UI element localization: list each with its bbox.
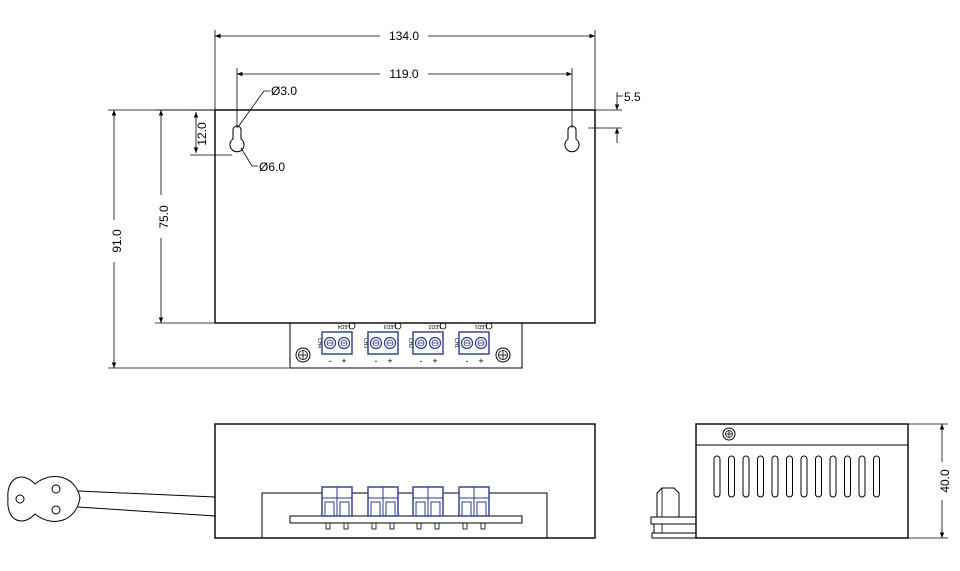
dim-hole-large: Ø6.0 xyxy=(259,160,285,174)
dim-side-height: 40.0 xyxy=(938,469,952,493)
front-view xyxy=(7,423,596,539)
side-view: 40.0 xyxy=(650,423,952,539)
dim-hole-offset: 12.0 xyxy=(195,122,209,146)
channel-label: CH3 xyxy=(362,338,368,348)
led-label: LED2 xyxy=(429,323,442,329)
plus-label: + xyxy=(478,356,483,366)
dim-body-height: 75.0 xyxy=(157,205,171,229)
side-connector xyxy=(650,487,697,539)
dim-overall-width: 134.0 xyxy=(389,29,419,43)
keyhole-left xyxy=(229,125,245,153)
vent-slot xyxy=(771,455,779,498)
ventilation-slots xyxy=(713,455,880,498)
vent-slot xyxy=(844,455,851,498)
vent-slot xyxy=(858,455,866,498)
plus-label: + xyxy=(432,356,437,366)
plug-icon xyxy=(7,476,81,522)
front-terminal xyxy=(367,486,399,530)
dim-hole-small: Ø3.0 xyxy=(271,84,297,98)
vent-slot xyxy=(800,455,808,498)
top-dimensions: 134.0 119.0 Ø3.0 Ø6.0 12.0 5.5 91.0 xyxy=(108,29,641,369)
led-label: LED3 xyxy=(384,323,397,329)
front-terminal-blocks xyxy=(321,486,490,530)
plus-label: + xyxy=(341,356,346,366)
dim-hole-spacing: 119.0 xyxy=(389,67,418,81)
side-body-outline xyxy=(695,423,909,539)
terminal-board xyxy=(289,322,523,369)
front-terminal xyxy=(321,486,353,530)
channel-label: CH1 xyxy=(453,338,459,348)
minus-label: - xyxy=(329,356,332,366)
vent-slot xyxy=(757,455,764,498)
vent-slot xyxy=(815,455,822,498)
plus-label: + xyxy=(387,356,392,366)
led-label: LED1 xyxy=(475,323,488,329)
minus-label: - xyxy=(466,356,469,366)
front-terminal xyxy=(412,486,444,530)
cable xyxy=(77,490,216,498)
minus-label: - xyxy=(375,356,378,366)
screw-left-icon xyxy=(295,347,311,363)
vent-slot xyxy=(786,455,793,498)
front-pcb xyxy=(289,515,523,524)
vent-slot xyxy=(829,455,837,498)
channel-label: CH2 xyxy=(407,338,413,348)
dim-overall-height: 91.0 xyxy=(110,229,124,253)
screw-right-icon xyxy=(495,347,511,363)
side-screw-icon xyxy=(722,427,736,441)
channel-label: CH4 xyxy=(316,338,322,348)
top-body-outline xyxy=(214,109,596,324)
vent-slot xyxy=(873,455,880,498)
minus-label: - xyxy=(420,356,423,366)
front-window xyxy=(261,492,548,539)
vent-slot xyxy=(713,455,721,498)
front-body-outline xyxy=(214,423,596,539)
led-label: LED4 xyxy=(338,323,351,329)
dim-top-offset: 5.5 xyxy=(624,90,641,104)
keyhole-right xyxy=(564,125,580,153)
front-terminal xyxy=(458,486,490,530)
vent-slot xyxy=(742,455,750,498)
vent-slot xyxy=(728,455,735,498)
